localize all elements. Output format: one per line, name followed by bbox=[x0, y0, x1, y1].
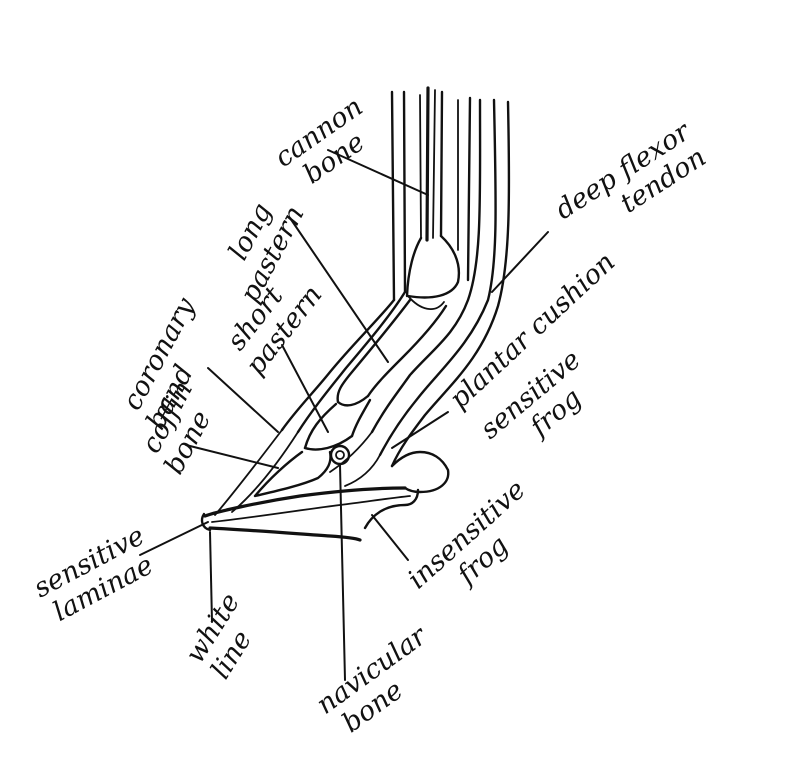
label-navicular-bone: navicular bone bbox=[311, 616, 457, 745]
frog-drawing bbox=[329, 431, 450, 530]
label-white-line: white line bbox=[180, 581, 277, 685]
label-cannon-bone: cannon bone bbox=[269, 86, 393, 198]
leader-coffin-bone bbox=[185, 444, 279, 469]
leader-short-pastern bbox=[281, 344, 329, 433]
leader-cannon-bone bbox=[327, 149, 429, 196]
label-short-pastern: short pastern bbox=[216, 261, 328, 381]
hoof-wall-drawing bbox=[200, 486, 411, 542]
cannon-bone-drawing bbox=[390, 86, 472, 302]
leader-insensitive-frog bbox=[371, 514, 409, 561]
leader-sensitive-laminae bbox=[139, 521, 209, 556]
leader-deep-flexor-tendon bbox=[491, 231, 549, 293]
leader-navicular-bone bbox=[339, 464, 346, 681]
leader-white-line bbox=[209, 531, 213, 623]
leader-plantar-cushion bbox=[391, 411, 449, 449]
labels: cannon bone deep flexor tendon long past… bbox=[29, 86, 719, 745]
leader-coronary-band bbox=[207, 367, 279, 433]
hoof-drawing bbox=[200, 86, 511, 542]
pastern-front-drawing bbox=[280, 290, 445, 434]
label-deep-flexor-tendon: deep flexor tendon bbox=[550, 112, 719, 251]
coffin-bone-drawing bbox=[214, 429, 332, 516]
leader-long-pastern bbox=[289, 217, 389, 363]
short-pastern-drawing bbox=[303, 398, 372, 451]
navicular-bone-drawing bbox=[329, 444, 351, 466]
label-sensitive-laminae: sensitive laminae bbox=[29, 516, 172, 630]
long-pastern-drawing bbox=[336, 298, 448, 407]
leader-lines bbox=[139, 149, 549, 681]
tendon-drawing bbox=[370, 98, 511, 468]
